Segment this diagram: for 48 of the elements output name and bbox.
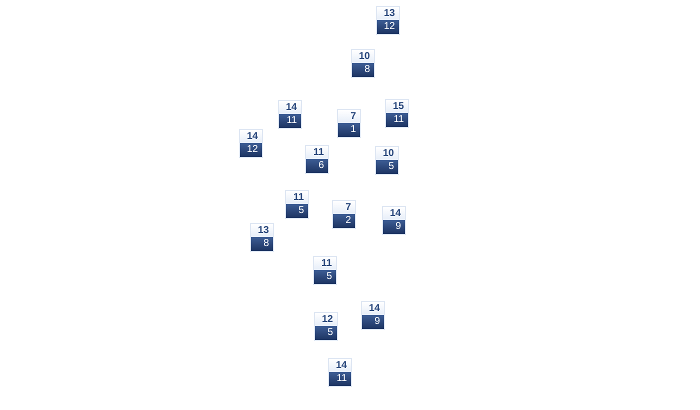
lower-number: 2 [333,214,355,228]
lower-number: 5 [286,204,308,218]
number-tile [332,200,356,229]
upper-number: 7 [338,110,360,123]
lower-number: 9 [383,220,405,234]
lower-number: 1 [338,123,360,137]
upper-number: 13 [251,224,273,237]
number-tile [337,109,361,138]
lower-number: 8 [251,237,273,251]
number-tile [385,99,409,128]
number-tile [305,145,329,174]
lower-number: 5 [314,270,336,284]
lower-number: 11 [329,372,351,386]
upper-number: 11 [306,146,328,159]
lower-number: 11 [386,113,408,127]
lower-number: 6 [306,159,328,173]
upper-number: 14 [240,130,262,143]
number-tile [382,206,406,235]
number-tile [361,301,385,330]
number-tile [314,312,338,341]
upper-number: 12 [315,313,337,326]
number-tile [285,190,309,219]
upper-number: 14 [329,359,351,372]
number-tile [239,129,263,158]
number-tile [250,223,274,252]
lower-number: 5 [315,326,337,340]
upper-number: 7 [333,201,355,214]
upper-number: 11 [314,257,336,270]
lower-number: 12 [240,143,262,157]
lower-number: 11 [279,114,301,128]
number-tile [328,358,352,387]
upper-number: 14 [383,207,405,220]
upper-number: 10 [376,147,398,160]
upper-number: 11 [286,191,308,204]
number-tile [375,146,399,175]
lower-number: 9 [362,315,384,329]
lower-number: 5 [376,160,398,174]
number-tile [376,6,400,35]
number-tile [313,256,337,285]
number-tile [351,49,375,78]
upper-number: 10 [352,50,374,63]
lower-number: 12 [377,20,399,34]
lower-number: 8 [352,63,374,77]
upper-number: 14 [279,101,301,114]
upper-number: 13 [377,7,399,20]
upper-number: 15 [386,100,408,113]
number-tile [278,100,302,129]
upper-number: 14 [362,302,384,315]
